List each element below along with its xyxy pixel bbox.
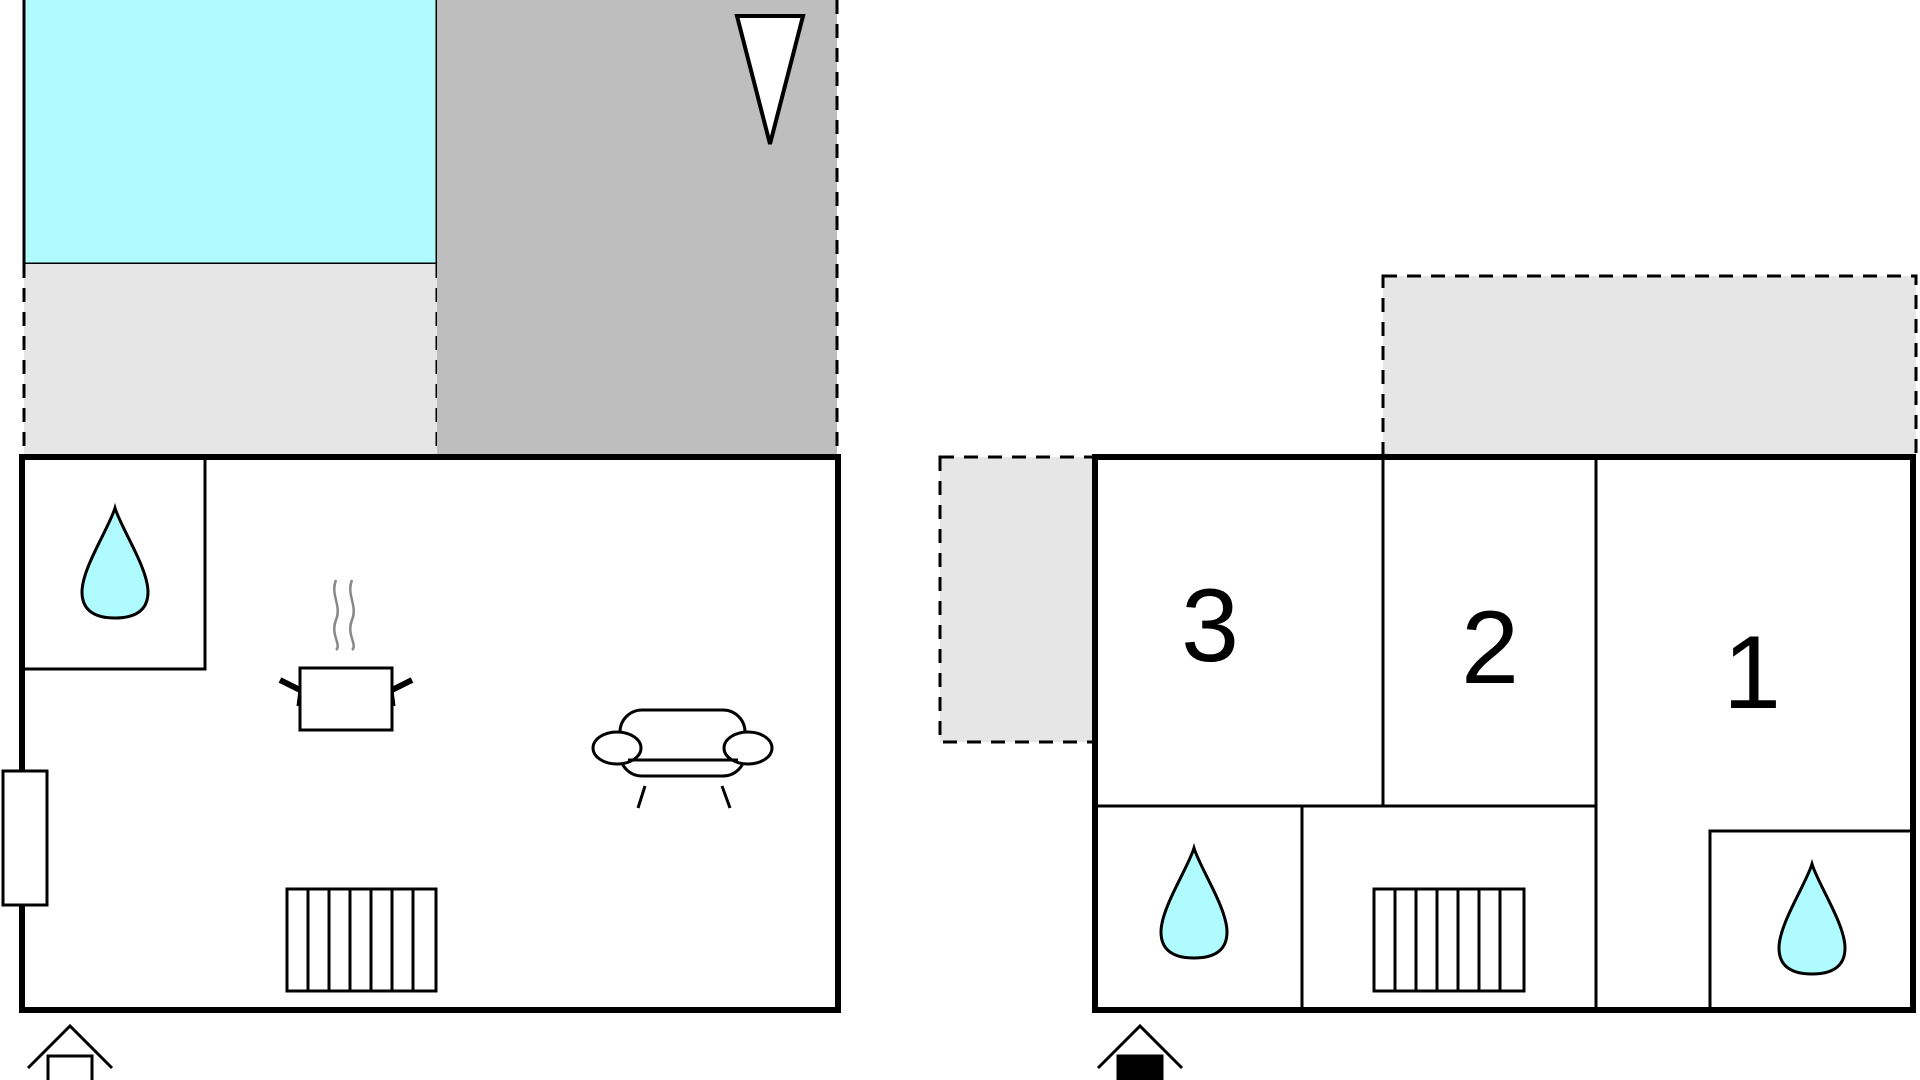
balcony-area-left (938, 455, 1096, 744)
cooking-pot-icon (278, 579, 414, 732)
sofa-icon (591, 708, 774, 809)
room-2-label: 2 (1461, 590, 1519, 706)
terrace-area-top-right (1381, 274, 1918, 459)
ground-floor-outline (19, 454, 841, 1013)
bathroom-wall-left (25, 458, 207, 671)
entrance-house-icon (26, 1023, 114, 1080)
pool-area (22, 0, 439, 266)
water-drop-icon (80, 502, 150, 620)
room-1-label: 1 (1723, 615, 1781, 731)
room-3-label: 3 (1181, 568, 1239, 684)
radiator-icon (285, 887, 438, 993)
wall-bath-right (1708, 829, 1910, 1010)
compass-north-icon (734, 14, 806, 145)
terrace-area-left (24, 264, 437, 456)
radiator-icon (1372, 887, 1526, 993)
water-drop-icon (1159, 842, 1229, 960)
upper-floor-outline (1092, 454, 1916, 1013)
side-door (1, 769, 49, 907)
entrance-house-icon (1096, 1023, 1184, 1080)
water-drop-icon (1777, 858, 1847, 976)
